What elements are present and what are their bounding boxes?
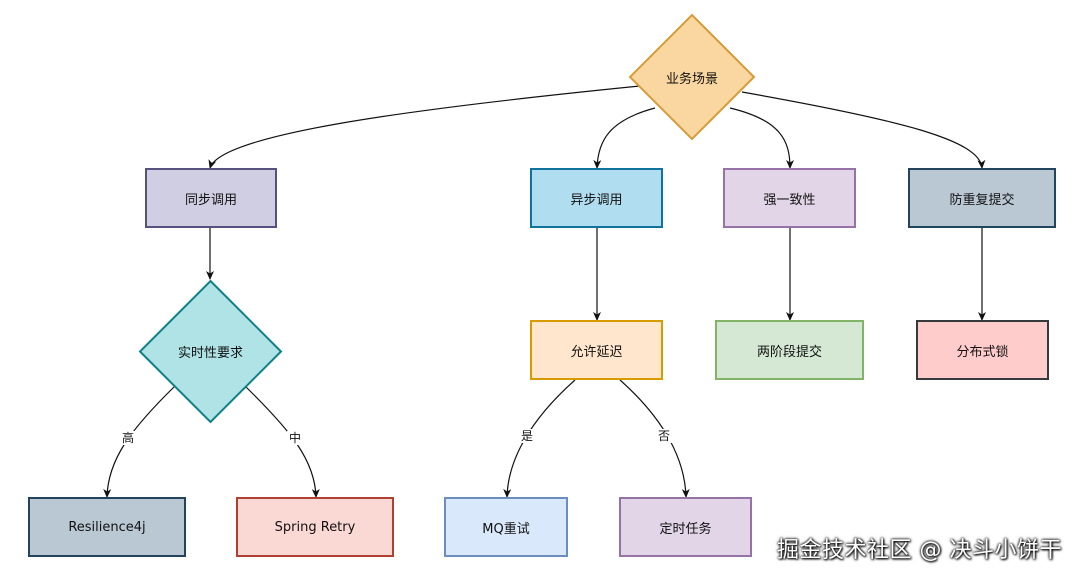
root-label: 业务场景	[665, 71, 718, 87]
dedup-submit-label: 防重复提交	[949, 192, 1015, 208]
edge-root-dedup	[741, 91, 986, 169]
edge-label-no: 否	[656, 429, 673, 443]
strong-consistency-node: 强一致性	[723, 168, 856, 228]
dedup-submit-node: 防重复提交	[908, 168, 1056, 228]
edge-delay-timer	[619, 379, 690, 498]
edge-root-strong	[729, 107, 794, 169]
scheduled-task-node: 定时任务	[619, 497, 752, 557]
root-decision-node: 业务场景	[628, 13, 756, 141]
strong-consistency-label: 强一致性	[763, 192, 816, 208]
root-diamond-shape	[628, 13, 756, 141]
edge-delay-mq	[503, 379, 576, 498]
edge-label-yes: 是	[519, 429, 536, 443]
distributed-lock-node: 分布式锁	[916, 320, 1049, 380]
mq-retry-node: MQ重试	[444, 497, 568, 557]
edge-label-high: 高	[120, 431, 137, 445]
sync-call-node: 同步调用	[145, 168, 277, 228]
distributed-lock-label: 分布式锁	[956, 344, 1009, 360]
two-phase-commit-label: 两阶段提交	[756, 344, 822, 360]
async-call-label: 异步调用	[570, 192, 623, 208]
edge-root-async	[593, 107, 656, 169]
watermark-text: 掘金技术社区 @ 决斗小饼干	[777, 538, 1062, 563]
scheduled-task-label: 定时任务	[659, 521, 712, 537]
spring-retry-label: Spring Retry	[274, 519, 356, 535]
two-phase-commit-node: 两阶段提交	[715, 320, 864, 380]
realtime-decision-node: 实时性要求	[138, 279, 283, 424]
sync-call-label: 同步调用	[184, 192, 237, 208]
resilience4j-node: Resilience4j	[28, 497, 186, 557]
spring-retry-node: Spring Retry	[236, 497, 394, 557]
allow-delay-node: 允许延迟	[530, 320, 663, 380]
allow-delay-label: 允许延迟	[570, 344, 623, 360]
resilience4j-label: Resilience4j	[68, 519, 146, 535]
edge-root-sync	[208, 85, 641, 169]
realtime-label: 实时性要求	[177, 346, 243, 361]
realtime-diamond-shape	[138, 279, 283, 424]
mq-retry-label: MQ重试	[482, 521, 530, 537]
edge-label-mid: 中	[287, 431, 304, 445]
async-call-node: 异步调用	[530, 168, 663, 228]
